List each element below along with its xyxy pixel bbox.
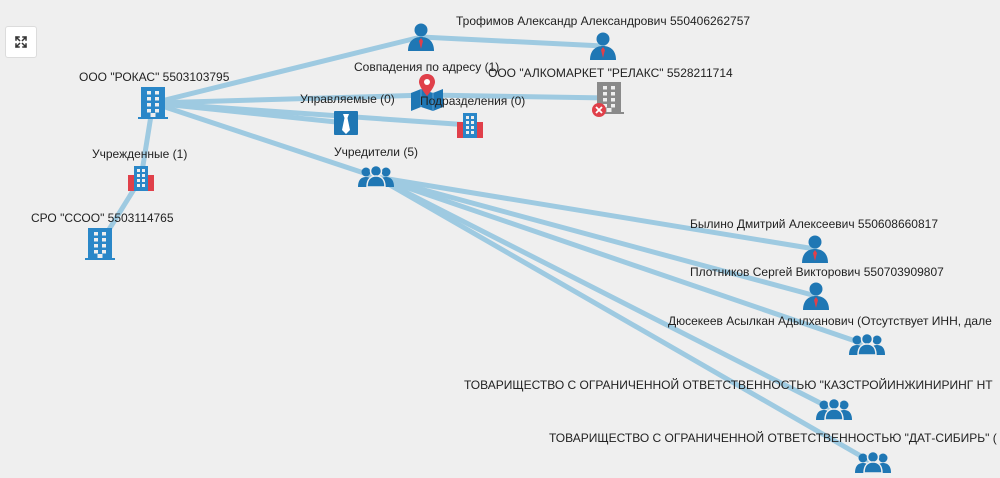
node-label-plotnikov: Плотников Сергей Викторович 550703909807 xyxy=(690,265,944,279)
building-icon xyxy=(85,228,115,260)
person-icon xyxy=(802,235,828,263)
building-closed-icon xyxy=(592,82,624,117)
node-label-datsibir: ТОВАРИЩЕСТВО С ОГРАНИЧЕННОЙ ОТВЕТСТВЕННО… xyxy=(549,430,997,445)
buildings-red-icon xyxy=(128,166,154,191)
node-label-uchred: Учредители (5) xyxy=(334,145,418,159)
person-icon xyxy=(590,32,616,60)
group-icon xyxy=(358,164,394,188)
graph-node-sovpad[interactable] xyxy=(411,74,443,111)
group-icon xyxy=(855,450,891,474)
graph-node-plotnikov[interactable] xyxy=(803,282,829,311)
graph-node-podrazd[interactable] xyxy=(457,113,483,138)
graph-edge xyxy=(373,174,876,466)
buildings-red-icon xyxy=(457,113,483,138)
graph-edge xyxy=(373,174,819,299)
node-label-uchrezhd: Учрежденные (1) xyxy=(92,147,187,161)
graph-edge xyxy=(150,92,430,106)
graph-node-upravl[interactable] xyxy=(334,111,358,135)
node-label-trofimov: Трофимов Александр Александрович 5504062… xyxy=(456,14,750,28)
person-icon xyxy=(408,23,434,51)
map-pin-icon xyxy=(411,74,443,111)
graph-node-trofimov[interactable] xyxy=(590,32,616,61)
node-label-roks: ООО "РОКАС" 5503103795 xyxy=(79,70,230,84)
group-icon xyxy=(816,397,852,421)
graph-node-alkomarket[interactable] xyxy=(592,82,624,117)
graph-edge xyxy=(150,100,473,128)
graph-edge xyxy=(150,34,424,106)
node-label-podrazd: Подразделения (0) xyxy=(420,94,525,108)
expand-arrows-icon xyxy=(14,35,28,49)
graph-edge xyxy=(373,174,870,348)
node-label-alkomarket: ООО "АЛКОМАРКЕТ "РЕЛАКС" 5528211714 xyxy=(488,66,733,80)
graph-node-sro[interactable] xyxy=(85,228,115,260)
graph-node-kazstroy[interactable] xyxy=(816,397,852,421)
graph-node-roks[interactable] xyxy=(138,87,168,119)
node-label-bylino: Былино Дмитрий Алексеевич 550608660817 xyxy=(690,217,938,231)
graph-edge xyxy=(150,100,379,180)
graph-edge xyxy=(373,174,818,252)
group-icon xyxy=(849,332,885,356)
expand-button[interactable] xyxy=(5,26,37,58)
person-icon xyxy=(803,282,829,310)
node-label-kazstroy: ТОВАРИЩЕСТВО С ОГРАНИЧЕННОЙ ОТВЕТСТВЕННО… xyxy=(464,377,993,392)
graph-node-datsibir[interactable] xyxy=(855,450,891,474)
graph-edges xyxy=(97,34,876,466)
tie-icon xyxy=(334,111,358,135)
graph-node-top-person[interactable] xyxy=(408,23,434,52)
graph-edge xyxy=(373,174,837,413)
graph-node-dyusekeev[interactable] xyxy=(849,332,885,356)
graph-node-uchred[interactable] xyxy=(358,164,394,188)
node-label-upravl: Управляемые (0) xyxy=(300,92,395,106)
node-label-sovpad: Совпадения по адресу (1) xyxy=(354,60,499,74)
graph-node-bylino[interactable] xyxy=(802,235,828,264)
graph-node-uchrezhd[interactable] xyxy=(128,166,154,191)
node-label-dyusekeev: Дюсекеев Асылкан Адылханович (Отсутствуе… xyxy=(668,314,992,328)
graph-edge xyxy=(418,34,606,49)
graph-edge xyxy=(424,92,612,101)
node-label-sro: СРО "ССОО" 5503114765 xyxy=(31,211,174,225)
building-icon xyxy=(138,87,168,119)
